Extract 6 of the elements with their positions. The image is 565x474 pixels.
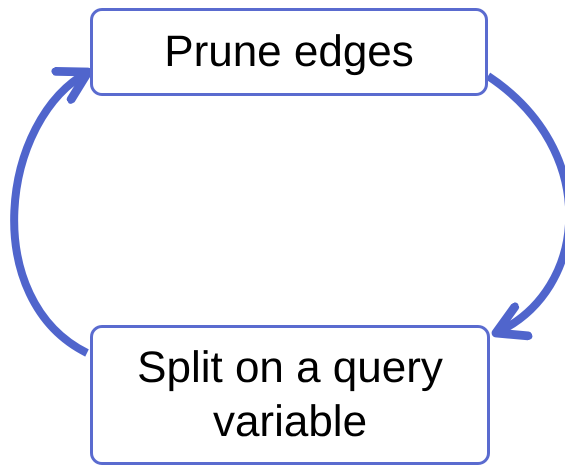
curved-arrow (10, 68, 92, 356)
process-box (90, 325, 490, 465)
process-box (90, 8, 488, 96)
box-label: Split on a query variable (136, 342, 444, 448)
box-label: Prune edges (164, 26, 414, 78)
curved-arrow (486, 72, 565, 338)
